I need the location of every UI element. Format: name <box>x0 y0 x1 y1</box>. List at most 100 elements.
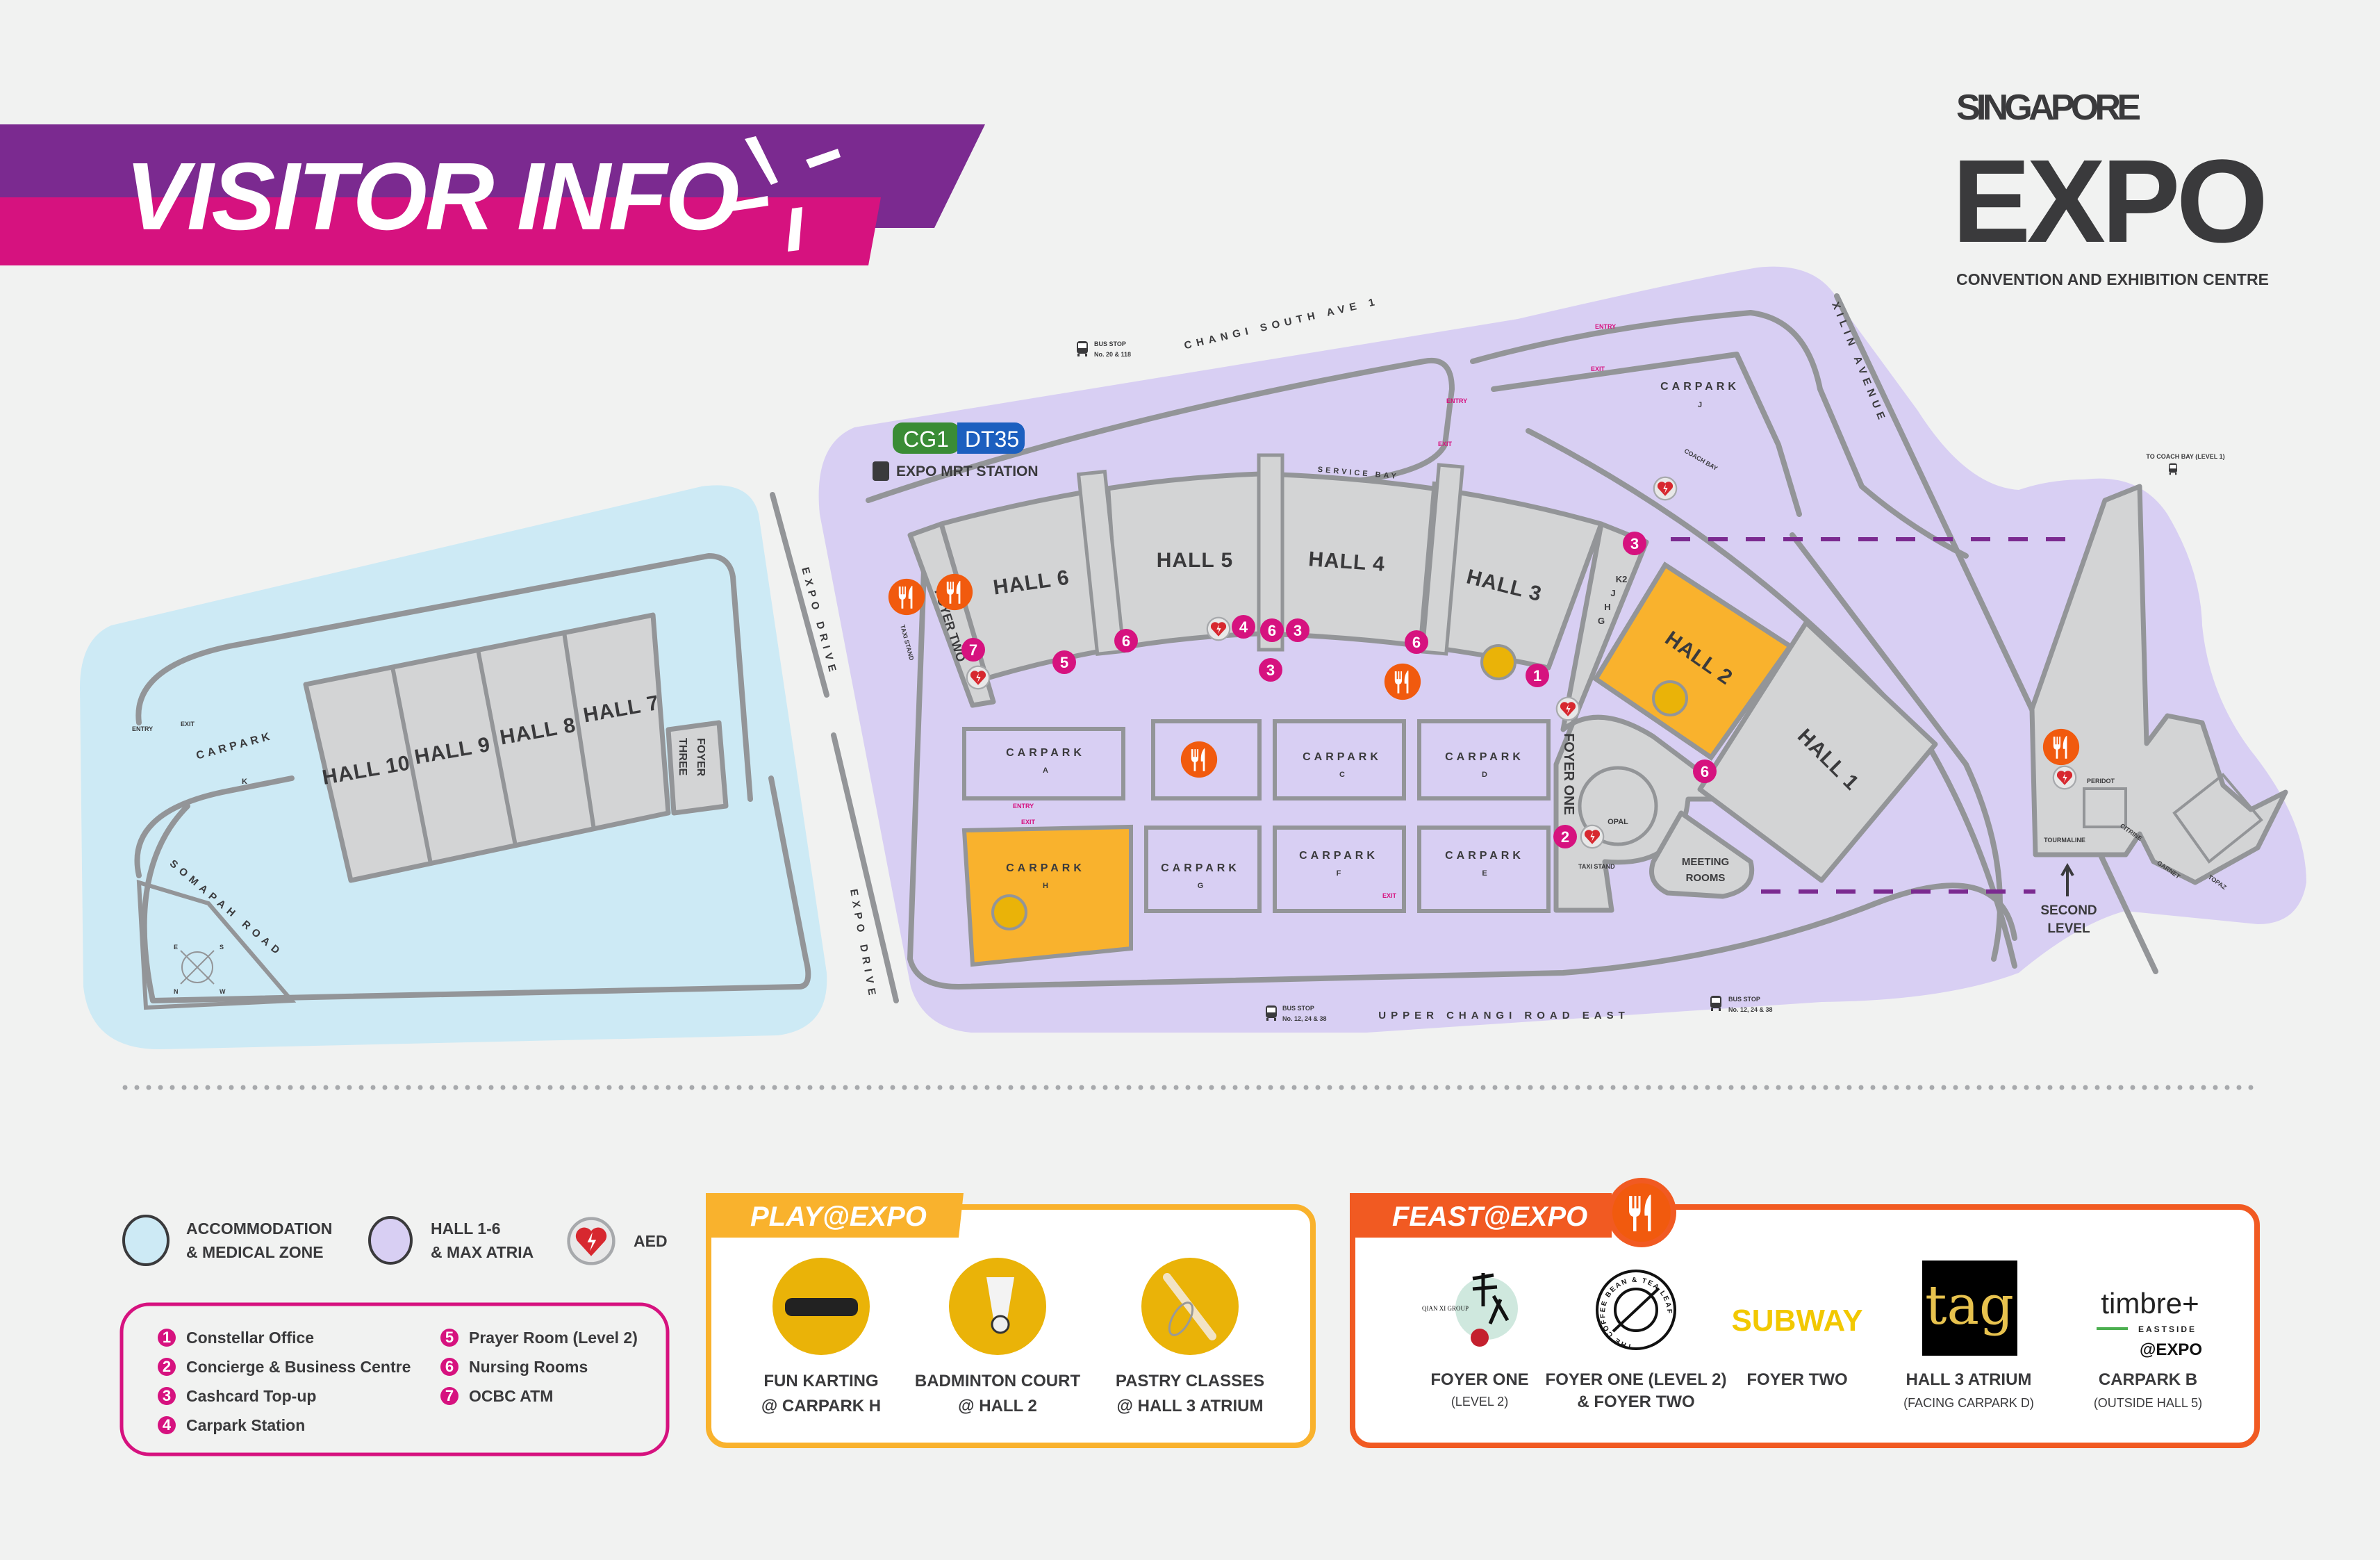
qian-xi-brand-text: QIAN XI GROUP <box>1422 1305 1469 1312</box>
feast-item-tag[interactable]: tag HALL 3 ATRIUM (FACING CARPARK D) <box>1903 1261 2034 1410</box>
svg-text:AED: AED <box>634 1232 668 1250</box>
svg-text:BUS STOP: BUS STOP <box>1728 996 1760 1003</box>
svg-text:UPPER CHANGI ROAD EAST: UPPER CHANGI ROAD EAST <box>1378 1010 1630 1021</box>
fork-knife-icon <box>1384 663 1421 700</box>
svg-text:CARPARK: CARPARK <box>1660 381 1739 393</box>
fork-knife-icon <box>936 573 973 611</box>
feast-item-qian-xi[interactable]: QIAN XI GROUP FOYER ONE (LEVEL 2) <box>1422 1273 1529 1409</box>
svg-text:H: H <box>1604 602 1610 612</box>
second-level-annex: PERIDOT TOURMALINE CITRINE GARNET TOPAZ … <box>2029 484 2288 936</box>
svg-text:& FOYER TWO: & FOYER TWO <box>1577 1393 1694 1411</box>
opal-room <box>1578 766 1658 846</box>
svg-text:3: 3 <box>1294 622 1302 639</box>
svg-text:5: 5 <box>1060 654 1068 671</box>
train-icon <box>873 461 889 481</box>
svg-text:Concierge & Business Centre: Concierge & Business Centre <box>186 1358 411 1376</box>
meeting-rooms-label: MEETING <box>1682 856 1729 868</box>
svg-text:HALL 3 ATRIUM: HALL 3 ATRIUM <box>1906 1370 2032 1389</box>
svg-text:ACCOMMODATION: ACCOMMODATION <box>186 1220 332 1238</box>
svg-text:EXPO MRT STATION: EXPO MRT STATION <box>896 463 1039 479</box>
marker-3[interactable]: 3 <box>1623 532 1646 555</box>
marker-4[interactable]: 4 <box>1232 615 1255 639</box>
svg-text:5: 5 <box>445 1329 454 1346</box>
marker-7[interactable]: 7 <box>961 638 985 662</box>
feast-item-coffee-bean[interactable]: THE COFFEE BEAN & TEA LEAF FOYER ONE (LE… <box>1546 1270 1727 1411</box>
marker-6[interactable]: 6 <box>1405 630 1428 654</box>
marker-6[interactable]: 6 <box>1693 760 1717 783</box>
facility-markers: 7 5 6 4 6 3 3 6 1 3 2 6 <box>961 532 1717 848</box>
play-markers <box>991 644 1688 930</box>
tag-logo <box>1922 1261 2017 1356</box>
page-title: VISITOR INFO <box>125 143 738 250</box>
halls-3-to-6: HALL 6 HALL 5 HALL 4 HALL 3 <box>939 453 1604 686</box>
svg-text:FUN KARTING: FUN KARTING <box>763 1372 878 1390</box>
svg-text:(FACING CARPARK D): (FACING CARPARK D) <box>1903 1396 2034 1410</box>
feast-at-expo-panel: FEAST@EXPO QIAN XI GROUP FOYER ONE (LEVE… <box>1350 1178 2260 1448</box>
aed-icon <box>1206 616 1231 641</box>
svg-text:(OUTSIDE HALL 5): (OUTSIDE HALL 5) <box>2094 1396 2202 1410</box>
svg-text:ENTRY: ENTRY <box>1013 803 1034 810</box>
svg-text:EXIT: EXIT <box>1382 892 1397 899</box>
arrow-up-icon <box>2060 862 2074 896</box>
svg-text:CARPARK: CARPARK <box>1445 850 1524 862</box>
svg-text:A: A <box>1043 766 1048 775</box>
svg-text:ENTRY: ENTRY <box>1595 323 1616 330</box>
marker-3[interactable]: 3 <box>1259 658 1282 682</box>
svg-text:S: S <box>220 944 224 951</box>
svg-text:PERIDOT: PERIDOT <box>2087 778 2115 785</box>
feast-item-subway[interactable]: SUBWAY FOYER TWO <box>1731 1304 1862 1389</box>
marker-3[interactable]: 3 <box>1286 618 1309 642</box>
svg-text:LEVEL: LEVEL <box>2047 921 2090 936</box>
play-item-karting[interactable]: FUN KARTING @ CARPARK H <box>761 1258 881 1415</box>
aed-icon <box>2052 765 2077 790</box>
svg-text:3: 3 <box>1266 662 1275 679</box>
svg-text:EXIT: EXIT <box>181 721 195 728</box>
svg-text:EXIT: EXIT <box>1021 819 1036 826</box>
aed-icon <box>1555 696 1580 721</box>
play-title: PLAY@EXPO <box>750 1201 927 1232</box>
svg-text:Carpark Station: Carpark Station <box>186 1416 305 1434</box>
play-item-pastry[interactable]: PASTRY CLASSES @ HALL 3 ATRIUM <box>1116 1258 1264 1415</box>
svg-text:TOURMALINE: TOURMALINE <box>2044 837 2085 844</box>
svg-text:Nursing Rooms: Nursing Rooms <box>469 1358 588 1376</box>
meeting-rooms <box>1649 810 1755 899</box>
singapore-expo-logo: SINGAPORE EXPO CONVENTION AND EXHIBITION… <box>1952 88 2269 288</box>
marker-6[interactable]: 6 <box>1114 629 1138 652</box>
svg-text:2: 2 <box>1561 828 1569 846</box>
aed-icon <box>966 665 991 690</box>
opal-label: OPAL <box>1608 818 1628 826</box>
svg-text:EXPO: EXPO <box>1952 136 2268 268</box>
svg-text:7: 7 <box>969 641 977 659</box>
marker-2[interactable]: 2 <box>1553 825 1577 848</box>
svg-text:TAXI STAND: TAXI STAND <box>1578 863 1615 870</box>
svg-text:CARPARK: CARPARK <box>1299 850 1378 862</box>
hall-2 <box>1592 561 1794 761</box>
foyer-three-label: FOYER <box>695 738 706 777</box>
svg-text:FOYER ONE (LEVEL 2): FOYER ONE (LEVEL 2) <box>1546 1370 1727 1389</box>
svg-text:BADMINTON COURT: BADMINTON COURT <box>915 1372 1081 1390</box>
svg-text:EXIT: EXIT <box>1591 366 1605 372</box>
hall-5-label: HALL 5 <box>1157 549 1233 572</box>
play-at-expo-panel: PLAY@EXPO FUN KARTING @ CARPARK H BADMIN… <box>706 1193 1316 1448</box>
hall-4-label: HALL 4 <box>1307 548 1386 576</box>
timbre-logo: timbre+ <box>2101 1287 2199 1320</box>
svg-text:6: 6 <box>1122 632 1130 650</box>
svg-text:1: 1 <box>163 1329 171 1346</box>
marker-6[interactable]: 6 <box>1260 618 1284 642</box>
fork-knife-icon <box>2042 728 2080 766</box>
hall-zone <box>818 266 2307 1033</box>
marker-5[interactable]: 5 <box>1052 650 1076 674</box>
play-item-badminton[interactable]: BADMINTON COURT @ HALL 2 <box>915 1258 1081 1415</box>
svg-text:DT35: DT35 <box>965 427 1019 452</box>
meeting-rooms-label-2: ROOMS <box>1686 872 1726 884</box>
svg-text:6: 6 <box>1268 622 1276 639</box>
svg-text:C: C <box>1339 771 1345 779</box>
svg-text:J: J <box>1610 588 1615 598</box>
svg-text:4: 4 <box>1239 618 1248 636</box>
feast-item-timbre[interactable]: timbre+ EASTSIDE @EXPO CARPARK B (OUTSID… <box>2094 1287 2202 1410</box>
svg-text:CONVENTION AND EXHIBITION CENT: CONVENTION AND EXHIBITION CENTRE <box>1956 270 2269 288</box>
svg-text:2: 2 <box>163 1358 171 1375</box>
marker-1[interactable]: 1 <box>1526 664 1549 687</box>
pastry-icon <box>1480 644 1517 680</box>
